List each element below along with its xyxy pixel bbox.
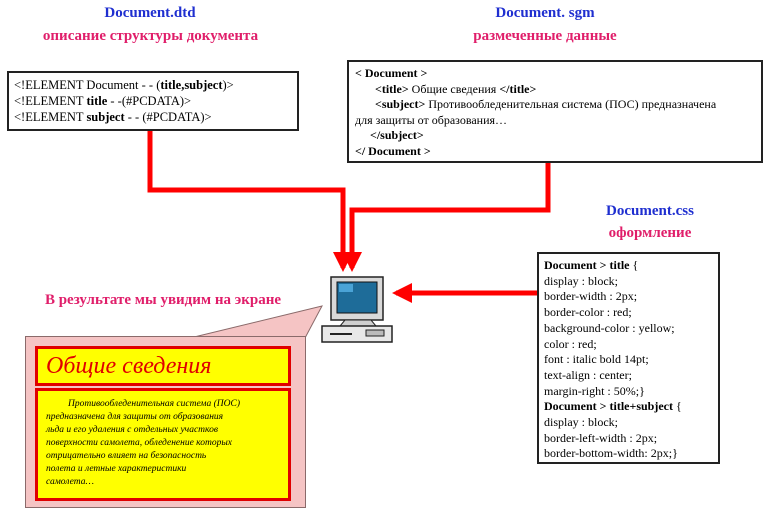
sgm-line-6: </ Document > <box>355 143 431 158</box>
sgm-line-2: <title> Общие сведения </title> <box>375 81 537 96</box>
sgm-line-3: <subject> Противообледенительная система… <box>375 97 717 111</box>
css-box: Document > title { display : block; bord… <box>537 252 720 464</box>
dtd-box: <!ELEMENT Document - - (title,subject)> … <box>7 71 299 131</box>
dtd-line-2: <!ELEMENT title - -(#PCDATA)> <box>14 94 192 108</box>
result-body-line: самолета… <box>46 477 94 487</box>
css-rule: border-width : 2px; <box>544 289 638 304</box>
dtd-filename: Document.dtd <box>104 5 196 21</box>
sgm-line-4: для защиты от образования… <box>355 112 508 127</box>
css-selector-2: Document > title+subject { <box>544 399 682 414</box>
result-body-line: поверхности самолета, обледенение которы… <box>46 438 233 448</box>
css-filename: Document.css <box>606 203 694 219</box>
dtd-caption: описание структуры документа <box>42 28 259 44</box>
css-rule: display : block; <box>544 273 618 288</box>
sgm-filename: Document. sgm <box>495 5 595 21</box>
css-rule: display : block; <box>544 415 618 430</box>
result-body-line: отрицательно влияет на безопасность <box>46 451 207 461</box>
result-body-line: льда и его удаления с отдельных участков <box>46 425 219 435</box>
css-caption: оформление <box>608 225 692 241</box>
arrow-sgm-to-computer <box>342 163 551 272</box>
css-rule: border-bottom-width: 2px;} <box>544 446 678 461</box>
css-rule: border-color : red; <box>544 305 632 320</box>
sgm-line-1: < Document > <box>355 66 428 80</box>
css-rule: text-align : center; <box>544 367 632 382</box>
css-rule: border-left-width : 2px; <box>544 430 658 445</box>
css-rule: color : red; <box>544 336 597 351</box>
sgm-caption: размеченные данные <box>473 28 617 44</box>
callout-pointer <box>189 305 323 339</box>
css-rule: font : italic bold 14pt; <box>544 352 649 367</box>
css-rule: margin-right : 50%;} <box>544 383 645 398</box>
computer-icon <box>321 276 393 343</box>
dtd-line-1: <!ELEMENT Document - - (title,subject)> <box>14 78 234 92</box>
result-body: Противообледенительная система (ПОС) пре… <box>35 388 291 501</box>
sgm-box: < Document > <title> Общие сведения </ti… <box>347 60 763 163</box>
css-selector-1: Document > title { <box>544 258 639 272</box>
arrow-dtd-to-computer <box>147 130 353 272</box>
result-caption: В результате мы увидим на экране <box>44 292 282 308</box>
dtd-line-3: <!ELEMENT subject - - (#PCDATA)> <box>14 110 212 124</box>
result-body-line: Противообледенительная система (ПОС) <box>68 399 241 409</box>
result-title: Общие сведения <box>35 346 291 386</box>
css-rule: background-color : yellow; <box>544 320 675 335</box>
result-body-line: полета и летные характеристики <box>46 464 187 474</box>
result-body-line: предназначена для защиты от образования <box>46 412 224 422</box>
sgm-line-5: </subject> <box>370 128 424 142</box>
